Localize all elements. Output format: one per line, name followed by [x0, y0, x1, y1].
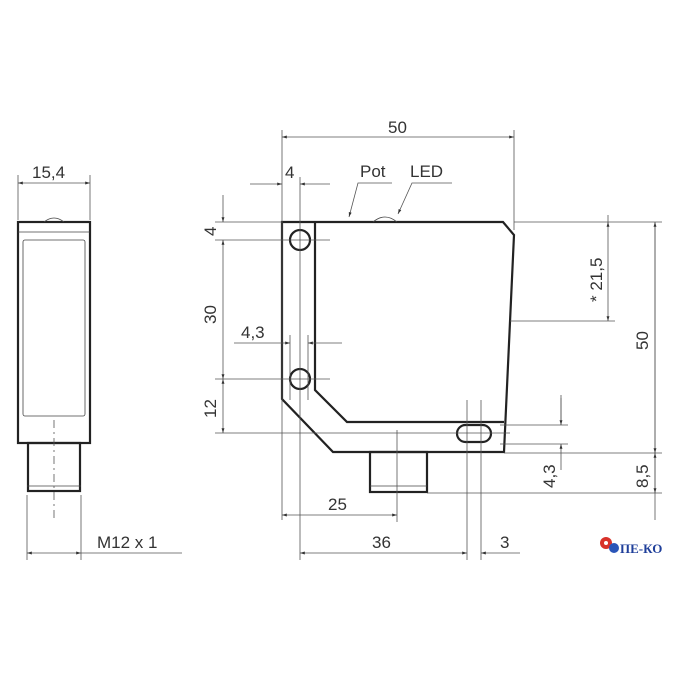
- logo-text: ПЕ-КО: [620, 541, 662, 556]
- side-led-bump: [43, 217, 65, 223]
- front-connector: [368, 450, 429, 494]
- height-label: 50: [633, 331, 652, 350]
- gear-blue-icon: [609, 543, 619, 553]
- side-window: [22, 239, 86, 417]
- slot-label: 4,3: [540, 464, 559, 488]
- hole-spacing-label: 30: [201, 305, 220, 324]
- connector-label: 8,5: [633, 464, 652, 488]
- pot-label: Pot: [360, 162, 386, 181]
- connector-offset-label: 25: [328, 495, 347, 514]
- hole-diameter-label: 4,3: [241, 323, 265, 342]
- front-view: 50 4 Pot LED 4 30 4,3 12 * 21,5 50 4,3 8…: [201, 118, 662, 560]
- led-label: LED: [410, 162, 443, 181]
- side-width-label: 15,4: [32, 163, 65, 182]
- bottom-hole-label: 12: [201, 399, 220, 418]
- top-hole-label: 4: [201, 227, 220, 236]
- slot-width-label: 3: [500, 533, 509, 552]
- front-housing: [280, 220, 516, 454]
- mounting-slot: [455, 423, 493, 444]
- mounting-flange: [313, 222, 504, 424]
- thread-label: M12 x 1: [97, 533, 157, 552]
- led-bump: [372, 216, 398, 223]
- company-logo: ПЕ-КО: [600, 537, 662, 556]
- optical-axis-label: * 21,5: [587, 258, 606, 302]
- width-label: 50: [388, 118, 407, 137]
- side-view: 15,4 M12 x 1: [16, 163, 182, 560]
- side-housing: [16, 220, 92, 445]
- slot-offset-label: 36: [372, 533, 391, 552]
- hole-offset-label: 4: [285, 163, 294, 182]
